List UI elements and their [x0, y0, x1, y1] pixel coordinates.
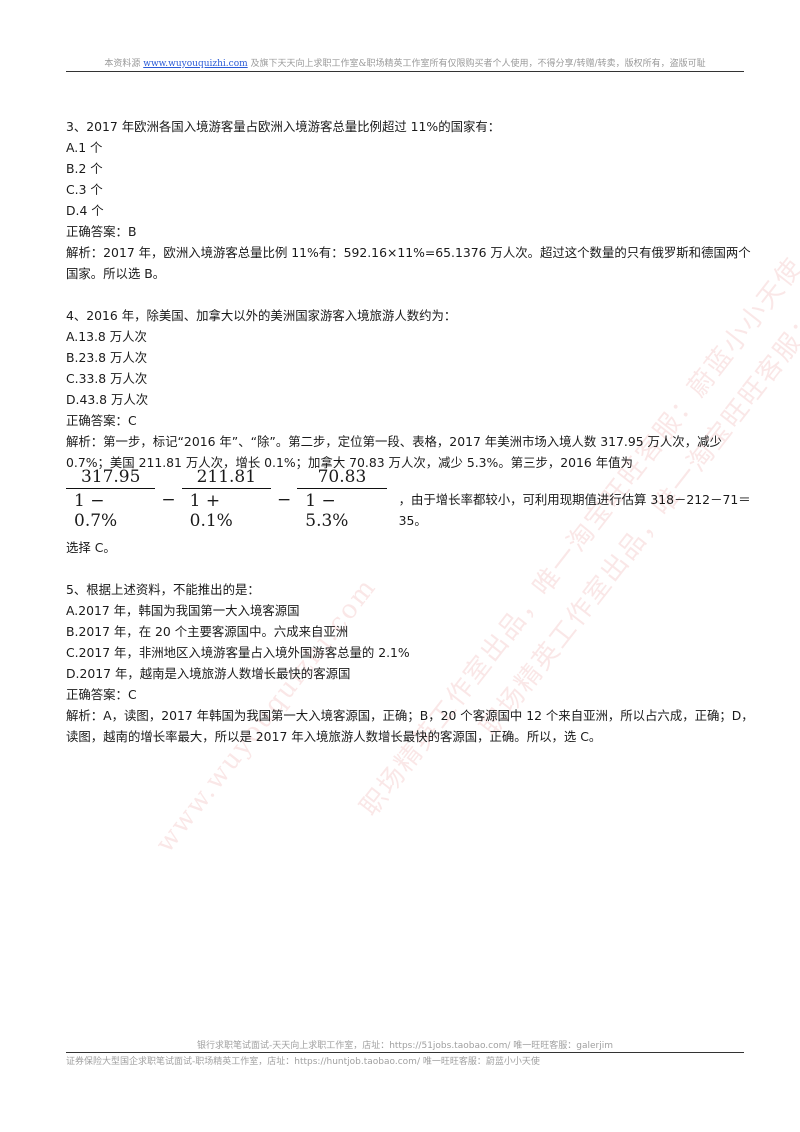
option-c: C.33.8 万人次	[66, 371, 148, 386]
option-b: B.2017 年，在 20 个主要客源国中。六成来自亚洲	[66, 624, 349, 639]
option-a: A.1 个	[66, 140, 103, 155]
footer-rule	[66, 1052, 744, 1053]
formula: 317.95 1 − 0.7% − 211.81 1 + 0.1% − 70.8…	[66, 467, 756, 531]
analysis: 解析：A，读图，2017 年韩国为我国第一大入境客源国，正确；B，20 个客源国…	[66, 708, 754, 744]
option-d: D.2017 年，越南是入境旅游人数增长最快的客源国	[66, 666, 351, 681]
question-title: 5、根据上述资料，不能推出的是：	[66, 582, 260, 597]
conclusion: 选择 C。	[66, 540, 116, 555]
footer-line-2: 证券保险大型国企求职笔试面试-职场精英工作室，店址：https://huntjo…	[66, 1057, 540, 1067]
question-4: 4、2016 年，除美国、加拿大以外的美洲国家游客入境旅游人数约为： A.13.…	[66, 305, 756, 558]
correct-answer: 正确答案：C	[66, 687, 137, 702]
document-body: 3、2017 年欧洲各国入境游客量占欧洲入境游客总量比例超过 11%的国家有： …	[66, 116, 756, 747]
header-rule	[66, 71, 744, 72]
correct-answer: 正确答案：B	[66, 224, 137, 239]
option-d: D.43.8 万人次	[66, 392, 149, 407]
header-prefix: 本资料源	[104, 59, 141, 69]
fraction-canada: 70.83 1 − 5.3%	[297, 467, 387, 531]
analysis: 解析：第一步，标记“2016 年”、“除”。第二步，定位第一段、表格，2017 …	[66, 434, 722, 470]
minus-sign: −	[161, 489, 176, 510]
question-3: 3、2017 年欧洲各国入境游客量占欧洲入境游客总量比例超过 11%的国家有： …	[66, 116, 756, 284]
header-suffix: 及旗下天天向上求职工作室&职场精英工作室所有仅限购买者个人使用，不得分享/转赠/…	[250, 59, 706, 69]
option-b: B.23.8 万人次	[66, 350, 148, 365]
question-title: 4、2016 年，除美国、加拿大以外的美洲国家游客入境旅游人数约为：	[66, 308, 457, 323]
page-header: 本资料源 www.wuyouquizhi.com 及旗下天天向上求职工作室&职场…	[66, 56, 744, 69]
option-c: C.2017 年，非洲地区入境游客量占入境外国游客总量的 2.1%	[66, 645, 410, 660]
formula-explanation: ，由于增长率都较小，可利用现期值进行估算 318－212－71＝35。	[398, 492, 751, 528]
analysis: 解析：2017 年，欧洲入境游客总量比例 11%有：592.16×11%=65.…	[66, 245, 751, 281]
footer-line-1: 银行求职笔试面试-天天向上求职工作室，店址：https://51jobs.tao…	[196, 1041, 614, 1051]
fraction-usa: 211.81 1 + 0.1%	[181, 467, 271, 531]
option-c: C.3 个	[66, 182, 103, 197]
header-site-link[interactable]: www.wuyouquizhi.com	[143, 59, 248, 69]
option-a: A.2017 年，韩国为我国第一大入境客源国	[66, 603, 300, 618]
fraction-america: 317.95 1 − 0.7%	[66, 467, 156, 531]
correct-answer: 正确答案：C	[66, 413, 137, 428]
option-b: B.2 个	[66, 161, 103, 176]
question-title: 3、2017 年欧洲各国入境游客量占欧洲入境游客总量比例超过 11%的国家有：	[66, 119, 501, 134]
option-d: D.4 个	[66, 203, 104, 218]
question-5: 5、根据上述资料，不能推出的是： A.2017 年，韩国为我国第一大入境客源国 …	[66, 579, 756, 747]
option-a: A.13.8 万人次	[66, 329, 147, 344]
minus-sign: −	[277, 489, 292, 510]
